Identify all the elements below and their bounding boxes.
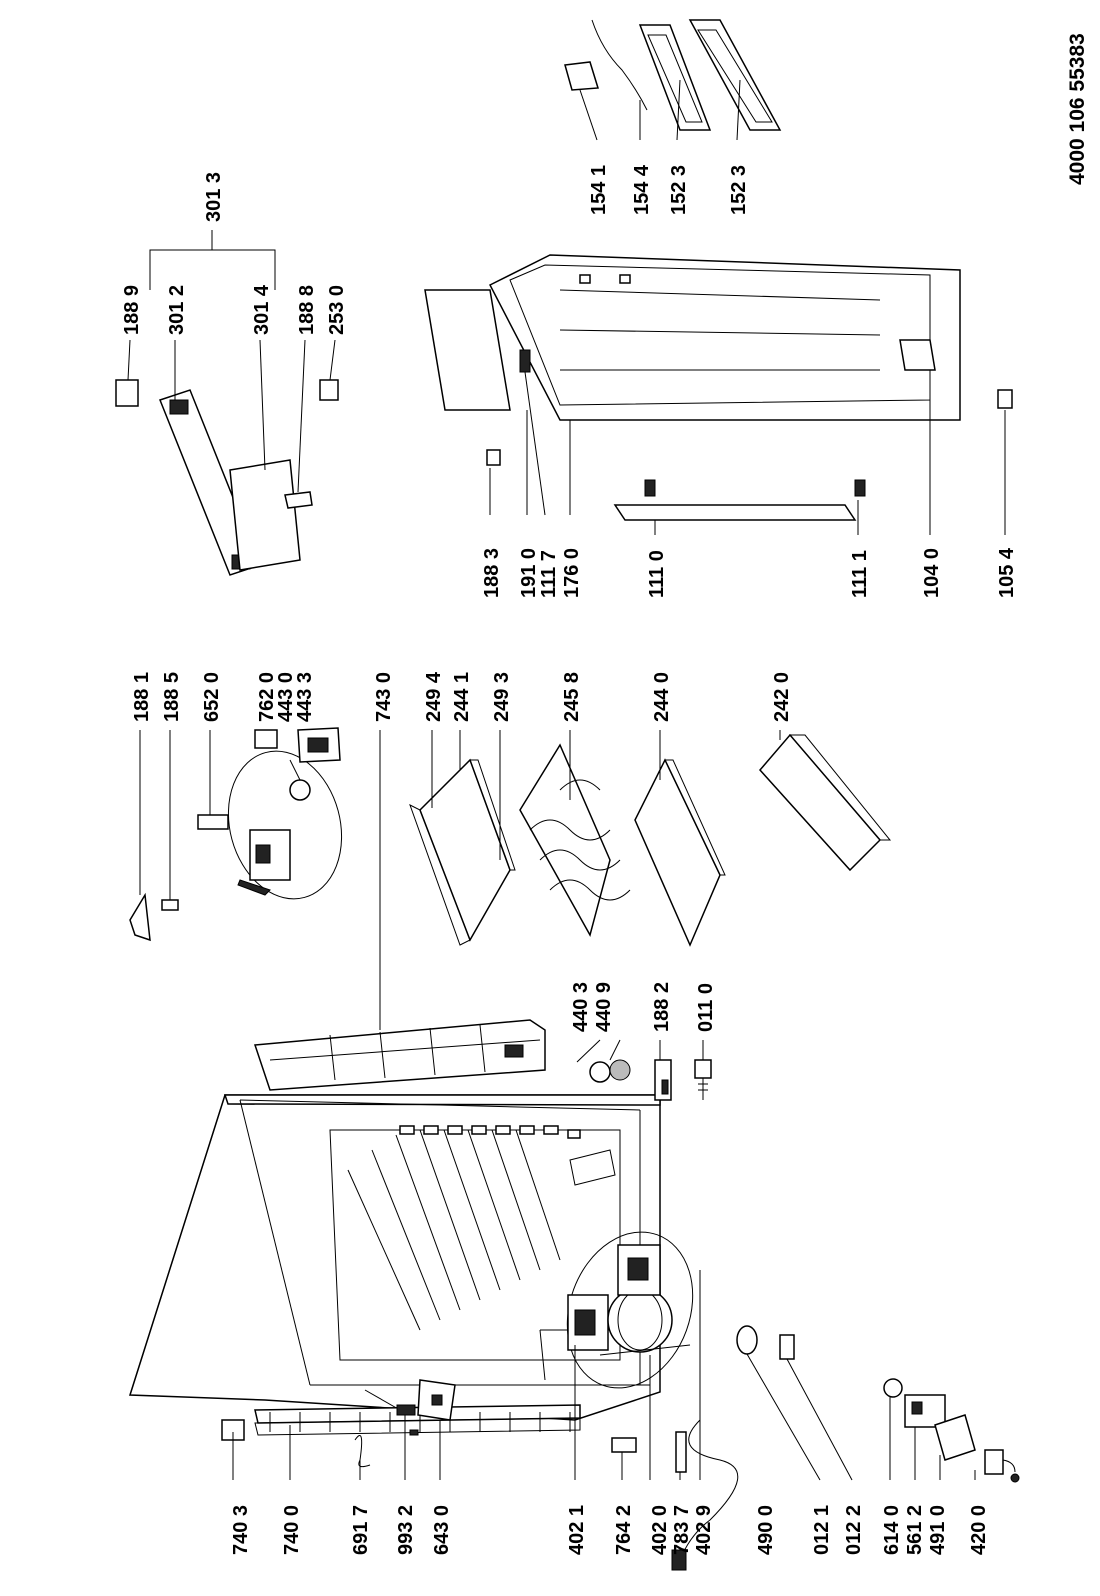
label-188-3: 188 3	[481, 548, 503, 598]
label-440-9: 440 9	[593, 982, 615, 1032]
tube-012-2	[779, 1334, 795, 1360]
label-490-0: 490 0	[755, 1505, 777, 1555]
label-154-4: 154 4	[631, 164, 653, 215]
label-188-8: 188 8	[296, 285, 318, 335]
label-740-3: 740 3	[230, 1505, 252, 1555]
part-420-0	[984, 1449, 1004, 1475]
caps-440	[589, 1059, 631, 1083]
label-762-0: 762 0	[256, 672, 278, 722]
label-740-0: 740 0	[281, 1505, 303, 1555]
label-244-1: 244 1	[451, 672, 473, 722]
label-253-0: 253 0	[326, 285, 348, 335]
thermostat-group-443-0	[227, 750, 343, 900]
label-188-2: 188 2	[651, 982, 673, 1032]
label-011-0: 011 0	[695, 983, 717, 1032]
thermostat-capillary-993-2	[364, 1389, 416, 1416]
plug	[671, 1549, 687, 1571]
filter-dryer-764-2	[611, 1437, 637, 1453]
label-301-4: 301 4	[251, 284, 273, 335]
label-154-1: 154 1	[588, 165, 610, 215]
cabinet	[128, 1094, 661, 1421]
label-443-0: 443 0	[275, 672, 297, 722]
label-111-1: 111 1	[849, 550, 871, 598]
glass-shelf-lower	[634, 758, 726, 947]
wire-clip-691-7	[354, 1435, 371, 1468]
power-cord-490-0	[679, 1419, 739, 1561]
label-443-3: 443 3	[294, 672, 316, 722]
cover-491-0	[934, 1414, 976, 1461]
part-253-0	[319, 379, 339, 401]
label-152-3-b: 152 3	[728, 165, 750, 215]
label-764-2: 764 2	[613, 1505, 635, 1555]
tube-783-7	[675, 1431, 687, 1473]
pin-188-5	[161, 899, 179, 911]
label-012-2: 012 2	[843, 1505, 865, 1555]
overload-402-9	[617, 1244, 661, 1296]
cap-188-8	[284, 491, 313, 509]
glass-shelf-upper	[409, 758, 516, 946]
document-number: 4000 106 55383	[1066, 33, 1089, 185]
label-783-7: 783 7	[671, 1505, 693, 1555]
label-652-0: 652 0	[201, 672, 223, 722]
label-191-0: 191 0	[518, 548, 540, 598]
gasket-191-0	[424, 289, 511, 411]
part-105-4	[997, 389, 1013, 409]
label-402-9: 402 9	[693, 1505, 715, 1555]
label-242-0: 242 0	[771, 672, 793, 722]
label-249-4: 249 4	[423, 671, 445, 722]
label-691-7: 691 7	[350, 1505, 372, 1555]
label-643-0: 643 0	[431, 1505, 453, 1555]
label-402-1: 402 1	[566, 1505, 588, 1555]
grommet-012-1	[736, 1325, 758, 1355]
part-614-0	[883, 1378, 903, 1398]
label-111-7: 111 7	[538, 550, 560, 598]
label-188-5: 188 5	[161, 672, 183, 722]
part-188-3	[486, 449, 501, 466]
label-244-0: 244 0	[651, 672, 673, 722]
label-176-0: 176 0	[561, 548, 583, 598]
control-panel-301	[159, 389, 301, 576]
label-105-4: 105 4	[996, 547, 1018, 598]
label-104-0: 104 0	[921, 548, 943, 598]
screw-011-0	[694, 1059, 712, 1100]
label-245-8: 245 8	[561, 672, 583, 722]
label-420-0: 420 0	[968, 1505, 990, 1555]
shelf-rails	[347, 1125, 581, 1331]
label-993-2: 993 2	[395, 1505, 417, 1555]
part-561-2	[904, 1394, 946, 1428]
label-614-0: 614 0	[881, 1505, 903, 1555]
wine-rack-245-8	[519, 743, 631, 937]
electrical-group	[883, 1378, 1020, 1483]
compressor-assembly	[566, 1231, 694, 1389]
bar-111-0	[613, 479, 866, 521]
label-301-2: 301 2	[166, 285, 188, 335]
label-249-3: 249 3	[491, 672, 513, 722]
bracket-652-0	[197, 814, 229, 830]
label-301-3: 301 3	[203, 172, 225, 222]
door-bins	[564, 19, 782, 131]
door-104-0	[488, 254, 961, 421]
part-labels: 740 3 740 0 691 7 993 2 643 0 402 1 764 …	[121, 164, 1018, 1555]
block-762-0	[254, 729, 278, 749]
crisper-242-0	[759, 733, 892, 872]
label-402-0: 402 0	[649, 1505, 671, 1555]
label-188-9: 188 9	[121, 285, 143, 335]
latch-111-7	[519, 349, 531, 373]
label-188-1: 188 1	[131, 672, 153, 722]
hinge-188-1	[129, 892, 151, 942]
label-440-3: 440 3	[570, 982, 592, 1032]
cap-188-9	[115, 379, 139, 407]
condenser	[254, 1404, 581, 1436]
drawer-cover-743-0	[253, 1019, 546, 1091]
label-111-0: 111 0	[646, 550, 668, 598]
label-012-1: 012 1	[811, 1505, 833, 1555]
label-152-3-a: 152 3	[668, 165, 690, 215]
label-743-0: 743 0	[373, 672, 395, 722]
label-491-0: 491 0	[927, 1505, 949, 1555]
label-561-2: 561 2	[904, 1505, 926, 1555]
leader-lines	[127, 79, 1006, 1481]
